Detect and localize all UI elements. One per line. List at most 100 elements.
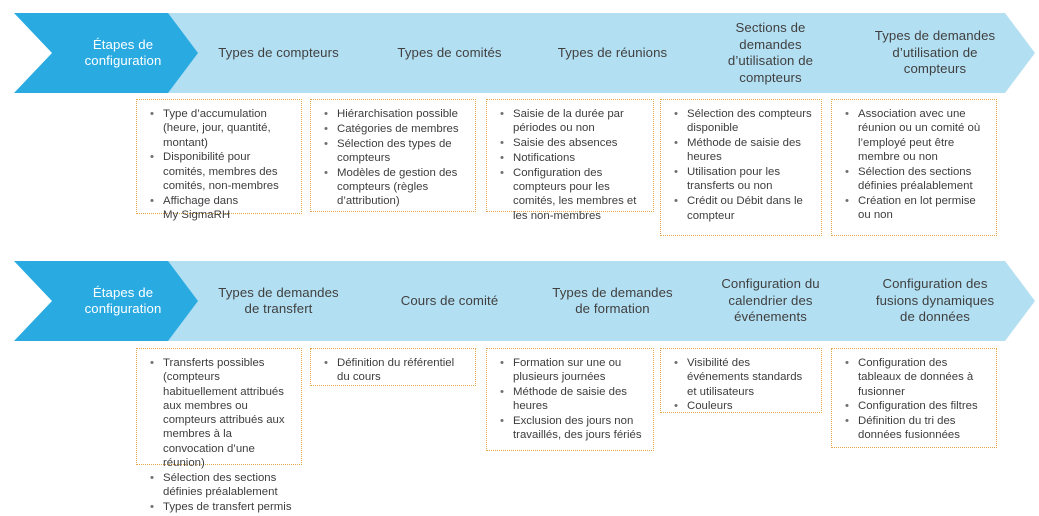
detail-bullet-text: Sélection des sections définies préalabl…: [163, 471, 278, 499]
detail-bullet-item: • Configuration des compteurs pour les co…: [493, 166, 645, 223]
detail-bullet-text: Notifications: [513, 151, 576, 164]
detail-bullet-list: •Saisie de la durée par périodes ou non•…: [493, 107, 645, 223]
detail-bullet-text: Sélection des compteurs disponible: [687, 108, 812, 135]
detail-box-1-1: •Type d’accumulation (heure, jour, quant…: [136, 99, 302, 221]
detail-bullet-list: •Association avec une réunion ou un comi…: [838, 107, 988, 222]
bullet-icon: •: [500, 415, 504, 428]
detail-bullet-item: •Notifications: [493, 151, 645, 165]
bullet-icon: •: [845, 108, 849, 120]
detail-bullet-list: • Configuration des tableaux de données à…: [838, 356, 988, 443]
detail-bullet-text: Utilisation pour les transferts ou non: [687, 166, 781, 193]
detail-bullet-item: • Hiérarchisation possible: [317, 107, 467, 121]
detail-bullet-item: • Configuration des tableaux de données à…: [838, 356, 988, 399]
bullet-icon: •: [845, 194, 849, 207]
chevron-step-1-4[interactable]: Types de réunions: [510, 13, 707, 93]
bullet-icon: •: [500, 386, 504, 399]
detail-bullet-item: •Sélection des sections définies préalab…: [838, 165, 988, 194]
bullet-icon: •: [674, 400, 678, 413]
detail-bullet-item: •Saisie de la durée par périodes ou non: [493, 107, 645, 136]
detail-bullet-item: •Définition du référentiel du cours: [317, 356, 467, 385]
detail-bullet-item: •Sélection des compteurs disponible: [667, 107, 813, 136]
detail-bullet-text: Configuration des compteurs pour les com…: [513, 166, 637, 222]
bullet-icon: •: [324, 122, 328, 135]
detail-bullet-list: • Hiérarchisation possible • Catégories de …: [317, 107, 467, 209]
detail-bullet-list: •Sélection des compteurs disponible•Méth…: [667, 107, 813, 223]
chevron-step-2-3[interactable]: Cours de comité: [339, 261, 552, 341]
detail-bullet-list: •Type d’accumulation (heure, jour, quant…: [143, 107, 293, 222]
detail-bullet-text: Sélection des types de compteurs: [337, 137, 452, 164]
detail-bullet-text: Catégories de membres: [337, 122, 459, 135]
chevron-step-label: Types de compteurs: [218, 44, 339, 60]
bullet-icon: •: [150, 357, 154, 369]
detail-bullet-text: Disponibilité pour comités, membres des …: [163, 151, 279, 192]
bullet-icon: •: [845, 415, 849, 428]
detail-bullet-item: • Couleurs: [667, 399, 813, 413]
detail-bullet-text: Définition du tri des données fusionnées: [858, 415, 960, 442]
detail-bullet-text: Sélection des sections définies préalabl…: [858, 165, 973, 192]
detail-bullet-item: • Modèles de gestion des compteurs (règle…: [317, 166, 467, 209]
chevron-step-1-3[interactable]: Types de comités: [339, 13, 552, 93]
bullet-icon: •: [150, 108, 154, 120]
chevron-step-label: Cours de comité: [400, 292, 499, 308]
detail-bullet-text: Création en lot permise ou non: [858, 194, 976, 222]
detail-box-2-4: •Visibilité des événements standards et …: [660, 348, 822, 413]
bullet-icon: •: [500, 108, 504, 120]
detail-bullet-item: •Association avec une réunion ou un comi…: [838, 107, 988, 164]
detail-bullet-text: Types de transfert permis: [163, 500, 292, 513]
detail-bullet-text: Couleurs: [687, 400, 733, 413]
detail-box-2-1: • Transferts possibles (compteurs habitue…: [136, 348, 302, 513]
bullet-icon: •: [674, 166, 678, 179]
detail-bullet-text: Configuration des tableaux de données à …: [858, 357, 974, 398]
bullet-icon: •: [674, 195, 678, 208]
bullet-icon: •: [324, 166, 328, 179]
detail-bullet-text: Transferts possibles (compteurs habituel…: [163, 357, 285, 470]
detail-bullet-item: • Création en lot permise ou non: [838, 194, 988, 223]
detail-bullet-text: Définition du référentiel du cours: [337, 357, 455, 384]
detail-bullet-item: • Disponibilité pour comités, membres des…: [143, 150, 293, 193]
detail-bullet-list: •Formation sur une ou plusieurs journées…: [493, 356, 645, 443]
detail-bullet-text: Saisie des absences: [513, 137, 618, 150]
detail-bullet-text: Modèles de gestion des compteurs (règles…: [337, 166, 458, 208]
detail-bullet-item: •Type d’accumulation (heure, jour, quant…: [143, 107, 293, 150]
detail-bullet-text: Exclusion des jours non travaillés, des …: [513, 415, 642, 442]
detail-bullet-item: •Formation sur une ou plusieurs journées: [493, 356, 645, 385]
detail-bullet-text: Formation sur une ou plusieurs journées: [513, 357, 622, 384]
bullet-icon: •: [845, 357, 849, 369]
detail-bullet-text: Hiérarchisation possible: [337, 108, 458, 120]
bullet-icon: •: [150, 151, 154, 164]
detail-box-2-2: •Définition du référentiel du cours: [310, 348, 476, 386]
detail-bullet-item: • Transferts possibles (compteurs habitue…: [143, 356, 293, 470]
chevron-step-1-2[interactable]: Types de compteurs: [168, 13, 381, 93]
bullet-icon: •: [500, 166, 504, 179]
detail-bullet-item: • Catégories de membres: [317, 122, 467, 136]
bullet-icon: •: [324, 108, 328, 120]
bullet-icon: •: [674, 357, 678, 369]
detail-bullet-text: Configuration des filtres: [858, 400, 978, 413]
detail-box-1-5: •Association avec une réunion ou un comi…: [831, 99, 997, 236]
detail-bullet-text: Méthode de saisie des heures: [513, 386, 627, 413]
detail-bullet-item: • Configuration des filtres: [838, 399, 988, 413]
detail-bullet-item: •Types de transfert permis: [143, 500, 293, 514]
bullet-icon: •: [150, 471, 154, 484]
detail-bullet-item: • Utilisation pour les transferts ou non: [667, 165, 813, 194]
detail-bullet-item: • Méthode de saisie des heures: [493, 385, 645, 414]
bullet-icon: •: [845, 400, 849, 413]
detail-box-1-4: •Sélection des compteurs disponible•Méth…: [660, 99, 822, 236]
bullet-icon: •: [500, 137, 504, 150]
detail-box-1-2: • Hiérarchisation possible • Catégories de …: [310, 99, 476, 212]
detail-bullet-text: Méthode de saisie des heures: [687, 137, 801, 164]
